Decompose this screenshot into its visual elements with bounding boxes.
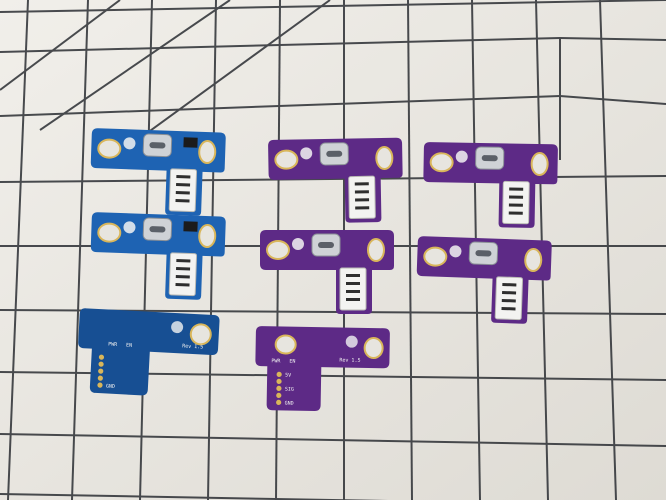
mount-hole — [524, 248, 543, 273]
silk-rev: Rev 1.5 — [339, 357, 360, 363]
logo-mark — [345, 335, 358, 348]
purple-board-3: PWR EN 5V SIG GND Rev 1.5 — [255, 326, 390, 412]
purple-board-4 — [422, 142, 558, 229]
mount-hole — [367, 238, 385, 262]
silk-en: EN — [126, 342, 132, 348]
mount-hole — [429, 152, 454, 173]
blue-board-1 — [89, 128, 226, 217]
blue-board-2 — [89, 212, 226, 301]
mount-hole — [530, 152, 549, 177]
silk-rev: Rev 1.5 — [182, 343, 203, 350]
mount-hole — [274, 149, 299, 170]
logo-mark — [292, 238, 304, 250]
mount-hole — [274, 334, 297, 355]
mount-hole — [189, 323, 212, 346]
silk-sig: SIG — [285, 387, 294, 393]
pin-header — [276, 371, 282, 406]
mount-hole — [198, 224, 217, 249]
mount-hole — [423, 246, 448, 267]
silk-gnd: GND — [106, 383, 115, 389]
logo-mark — [449, 245, 462, 258]
logo-mark — [123, 137, 136, 150]
mount-hole — [198, 140, 217, 165]
mount-hole — [266, 240, 290, 260]
purple-board-1 — [268, 137, 404, 224]
logo-mark — [123, 221, 136, 234]
logo-mark — [455, 150, 468, 163]
silk-pwr: PWR — [271, 358, 281, 364]
mount-hole — [97, 138, 122, 159]
silk-en: EN — [289, 359, 295, 365]
silk-5v: 5V — [285, 373, 291, 379]
purple-board-5 — [415, 236, 552, 325]
pin-header — [97, 354, 105, 388]
logo-mark — [300, 147, 313, 160]
silk-pwr: PWR — [108, 342, 118, 349]
mount-hole — [363, 337, 384, 360]
silk-gnd: GND — [285, 401, 294, 407]
blue-board-3: PWR EN GND Rev 1.5 — [78, 308, 220, 396]
mount-hole — [375, 145, 394, 170]
purple-board-2 — [260, 230, 394, 314]
logo-mark — [171, 321, 184, 334]
mount-hole — [97, 222, 122, 243]
